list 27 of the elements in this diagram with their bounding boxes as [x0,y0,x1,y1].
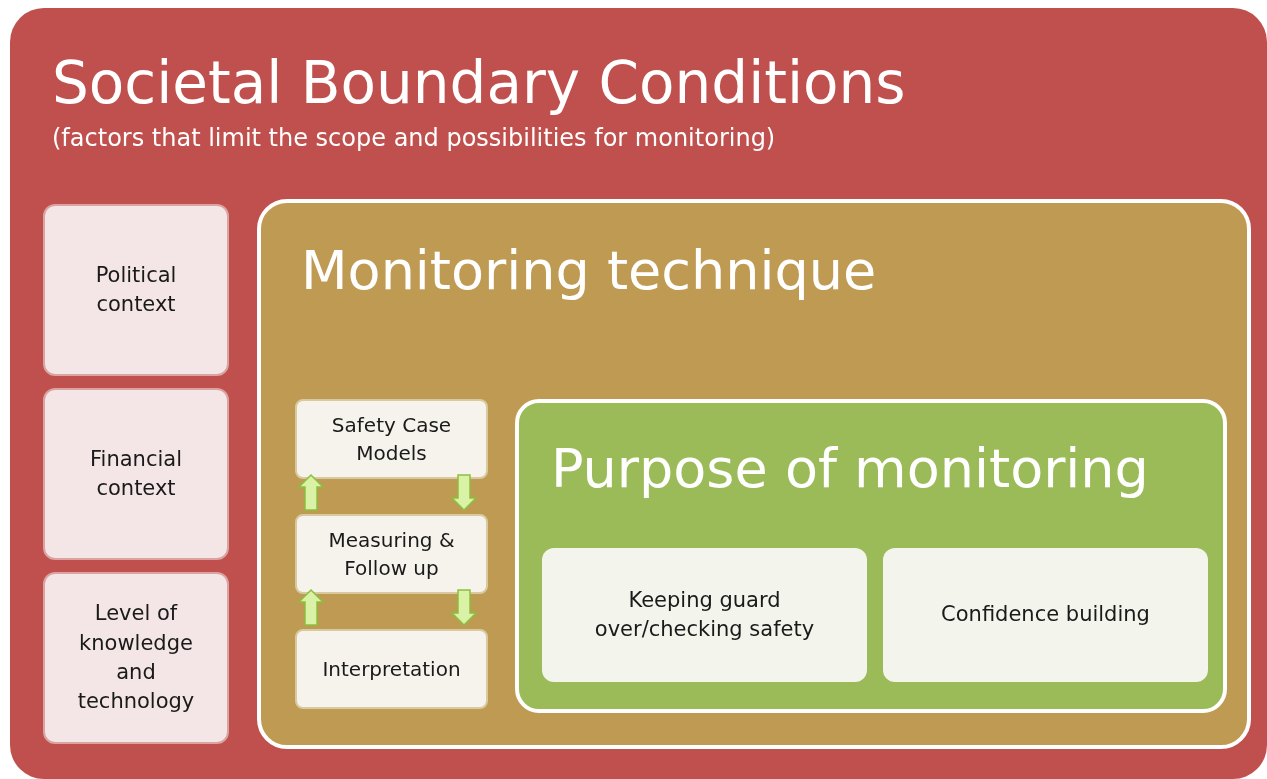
panel-subtitle: (factors that limit the scope and possibilities for monitoring) [52,124,776,151]
context-box [43,204,229,376]
step-box [295,399,488,479]
technique-panel [257,199,1251,749]
box-label: Measuring & Follow up [327,527,456,582]
block-arrow [450,589,478,627]
step-box [295,629,488,709]
box-label: Confidence building [941,601,1150,629]
box-label: Political context [94,261,178,318]
step-box [295,514,488,594]
panel-title: Monitoring technique [301,241,877,301]
context-box [43,388,229,560]
purpose-box [542,548,867,682]
box-label: Level of knowledge and technology [76,600,196,716]
purpose-box [883,548,1208,682]
panel-title: Societal Boundary Conditions [52,52,906,116]
purpose-panel [515,399,1227,713]
panel-title: Purpose of monitoring [551,439,1149,499]
block-arrow [297,588,325,626]
boundary-panel [10,8,1267,779]
box-label: Interpretation [322,656,461,683]
box-label: Safety Case Models [330,412,453,467]
box-label: Keeping guard over/checking safety [593,586,816,643]
block-arrow [450,474,478,512]
box-label: Financial context [89,445,183,502]
context-box [43,572,229,744]
block-arrow [297,473,325,511]
